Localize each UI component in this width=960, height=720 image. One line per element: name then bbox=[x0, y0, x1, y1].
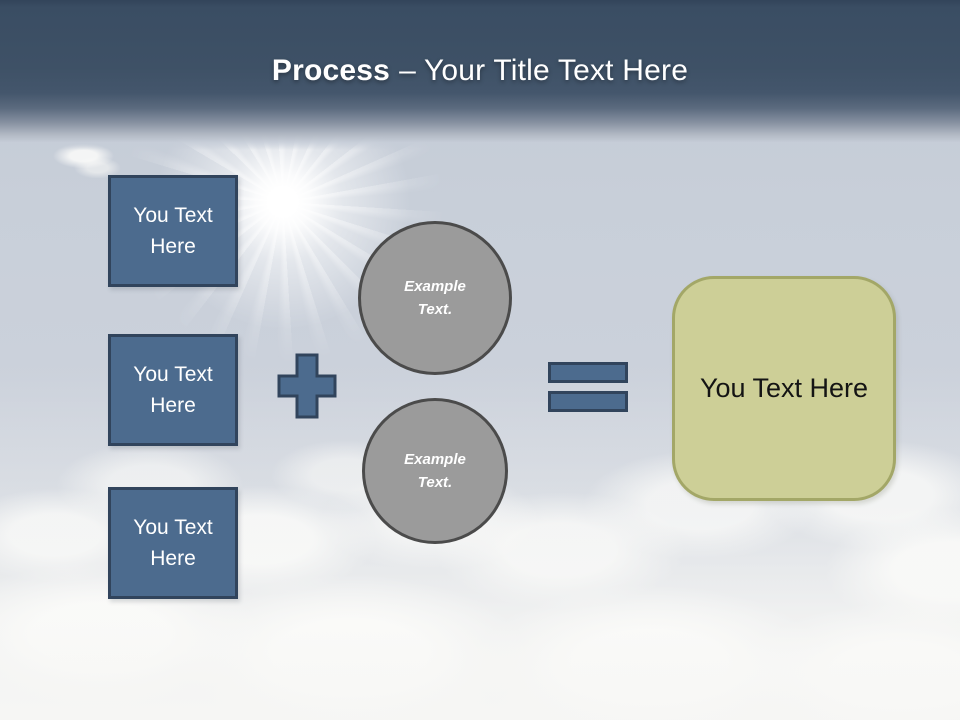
title-emphasis: Process bbox=[271, 54, 391, 87]
input-box-label: You Text Here bbox=[133, 362, 213, 418]
input-box-3: You Text Here bbox=[108, 487, 238, 599]
input-box-label: You Text Here bbox=[133, 203, 213, 259]
result-box-label: You Text Here bbox=[699, 373, 869, 403]
example-circle-2: Example Text. bbox=[362, 398, 508, 544]
title-rest: – Your Title Text Here bbox=[399, 54, 689, 87]
example-circle-label: Example Text. bbox=[404, 450, 466, 491]
input-box-label: You Text Here bbox=[133, 515, 213, 571]
input-box-1: You Text Here bbox=[108, 175, 238, 287]
result-box: You Text Here bbox=[672, 276, 896, 501]
equals-bar-bottom bbox=[548, 391, 628, 412]
example-circle-label: Example Text. bbox=[404, 277, 466, 318]
page-title: Process– Your Title Text Here bbox=[0, 54, 960, 88]
equals-icon bbox=[548, 362, 628, 413]
input-box-2: You Text Here bbox=[108, 334, 238, 446]
title-band bbox=[0, 0, 960, 150]
plus-icon bbox=[277, 353, 337, 419]
example-circle-1: Example Text. bbox=[358, 221, 512, 375]
equals-bar-top bbox=[548, 362, 628, 383]
